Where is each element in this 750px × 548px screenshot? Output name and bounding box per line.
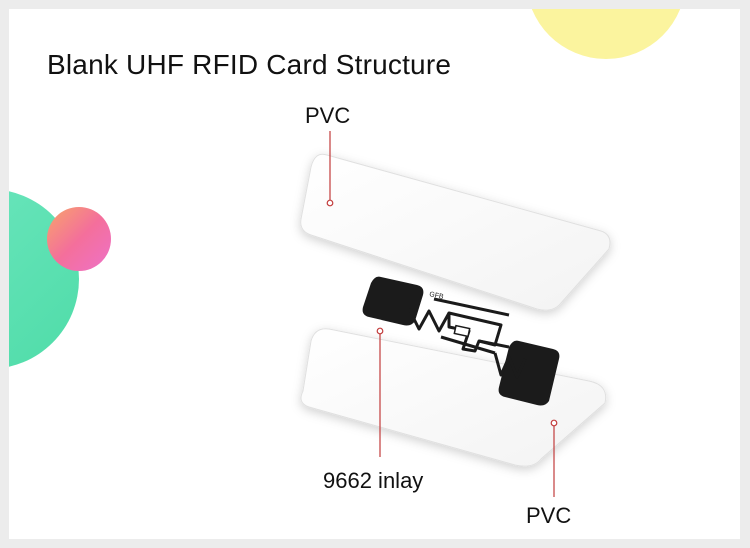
marker-bottom-pvc <box>550 419 558 427</box>
decor-yellow-circle <box>531 9 681 59</box>
diagram-canvas: GFB Blank UHF RFID Card Structure PVC 96… <box>9 9 740 539</box>
label-inlay: 9662 inlay <box>323 468 424 493</box>
antenna-pad-left <box>362 276 424 326</box>
chip-marking: GFB <box>429 291 445 301</box>
diagram-art: GFB <box>9 9 681 497</box>
antenna-pad-right <box>498 340 560 406</box>
bottom-pvc-card <box>300 328 607 467</box>
top-pvc-card <box>300 153 611 311</box>
rfid-inlay <box>362 276 560 406</box>
decor-pink-circle <box>47 207 111 271</box>
marker-inlay <box>376 327 384 335</box>
label-top-pvc: PVC <box>305 103 351 128</box>
marker-top-pvc <box>326 199 334 207</box>
label-bottom-pvc: PVC <box>526 503 572 528</box>
diagram-title: Blank UHF RFID Card Structure <box>47 49 452 80</box>
